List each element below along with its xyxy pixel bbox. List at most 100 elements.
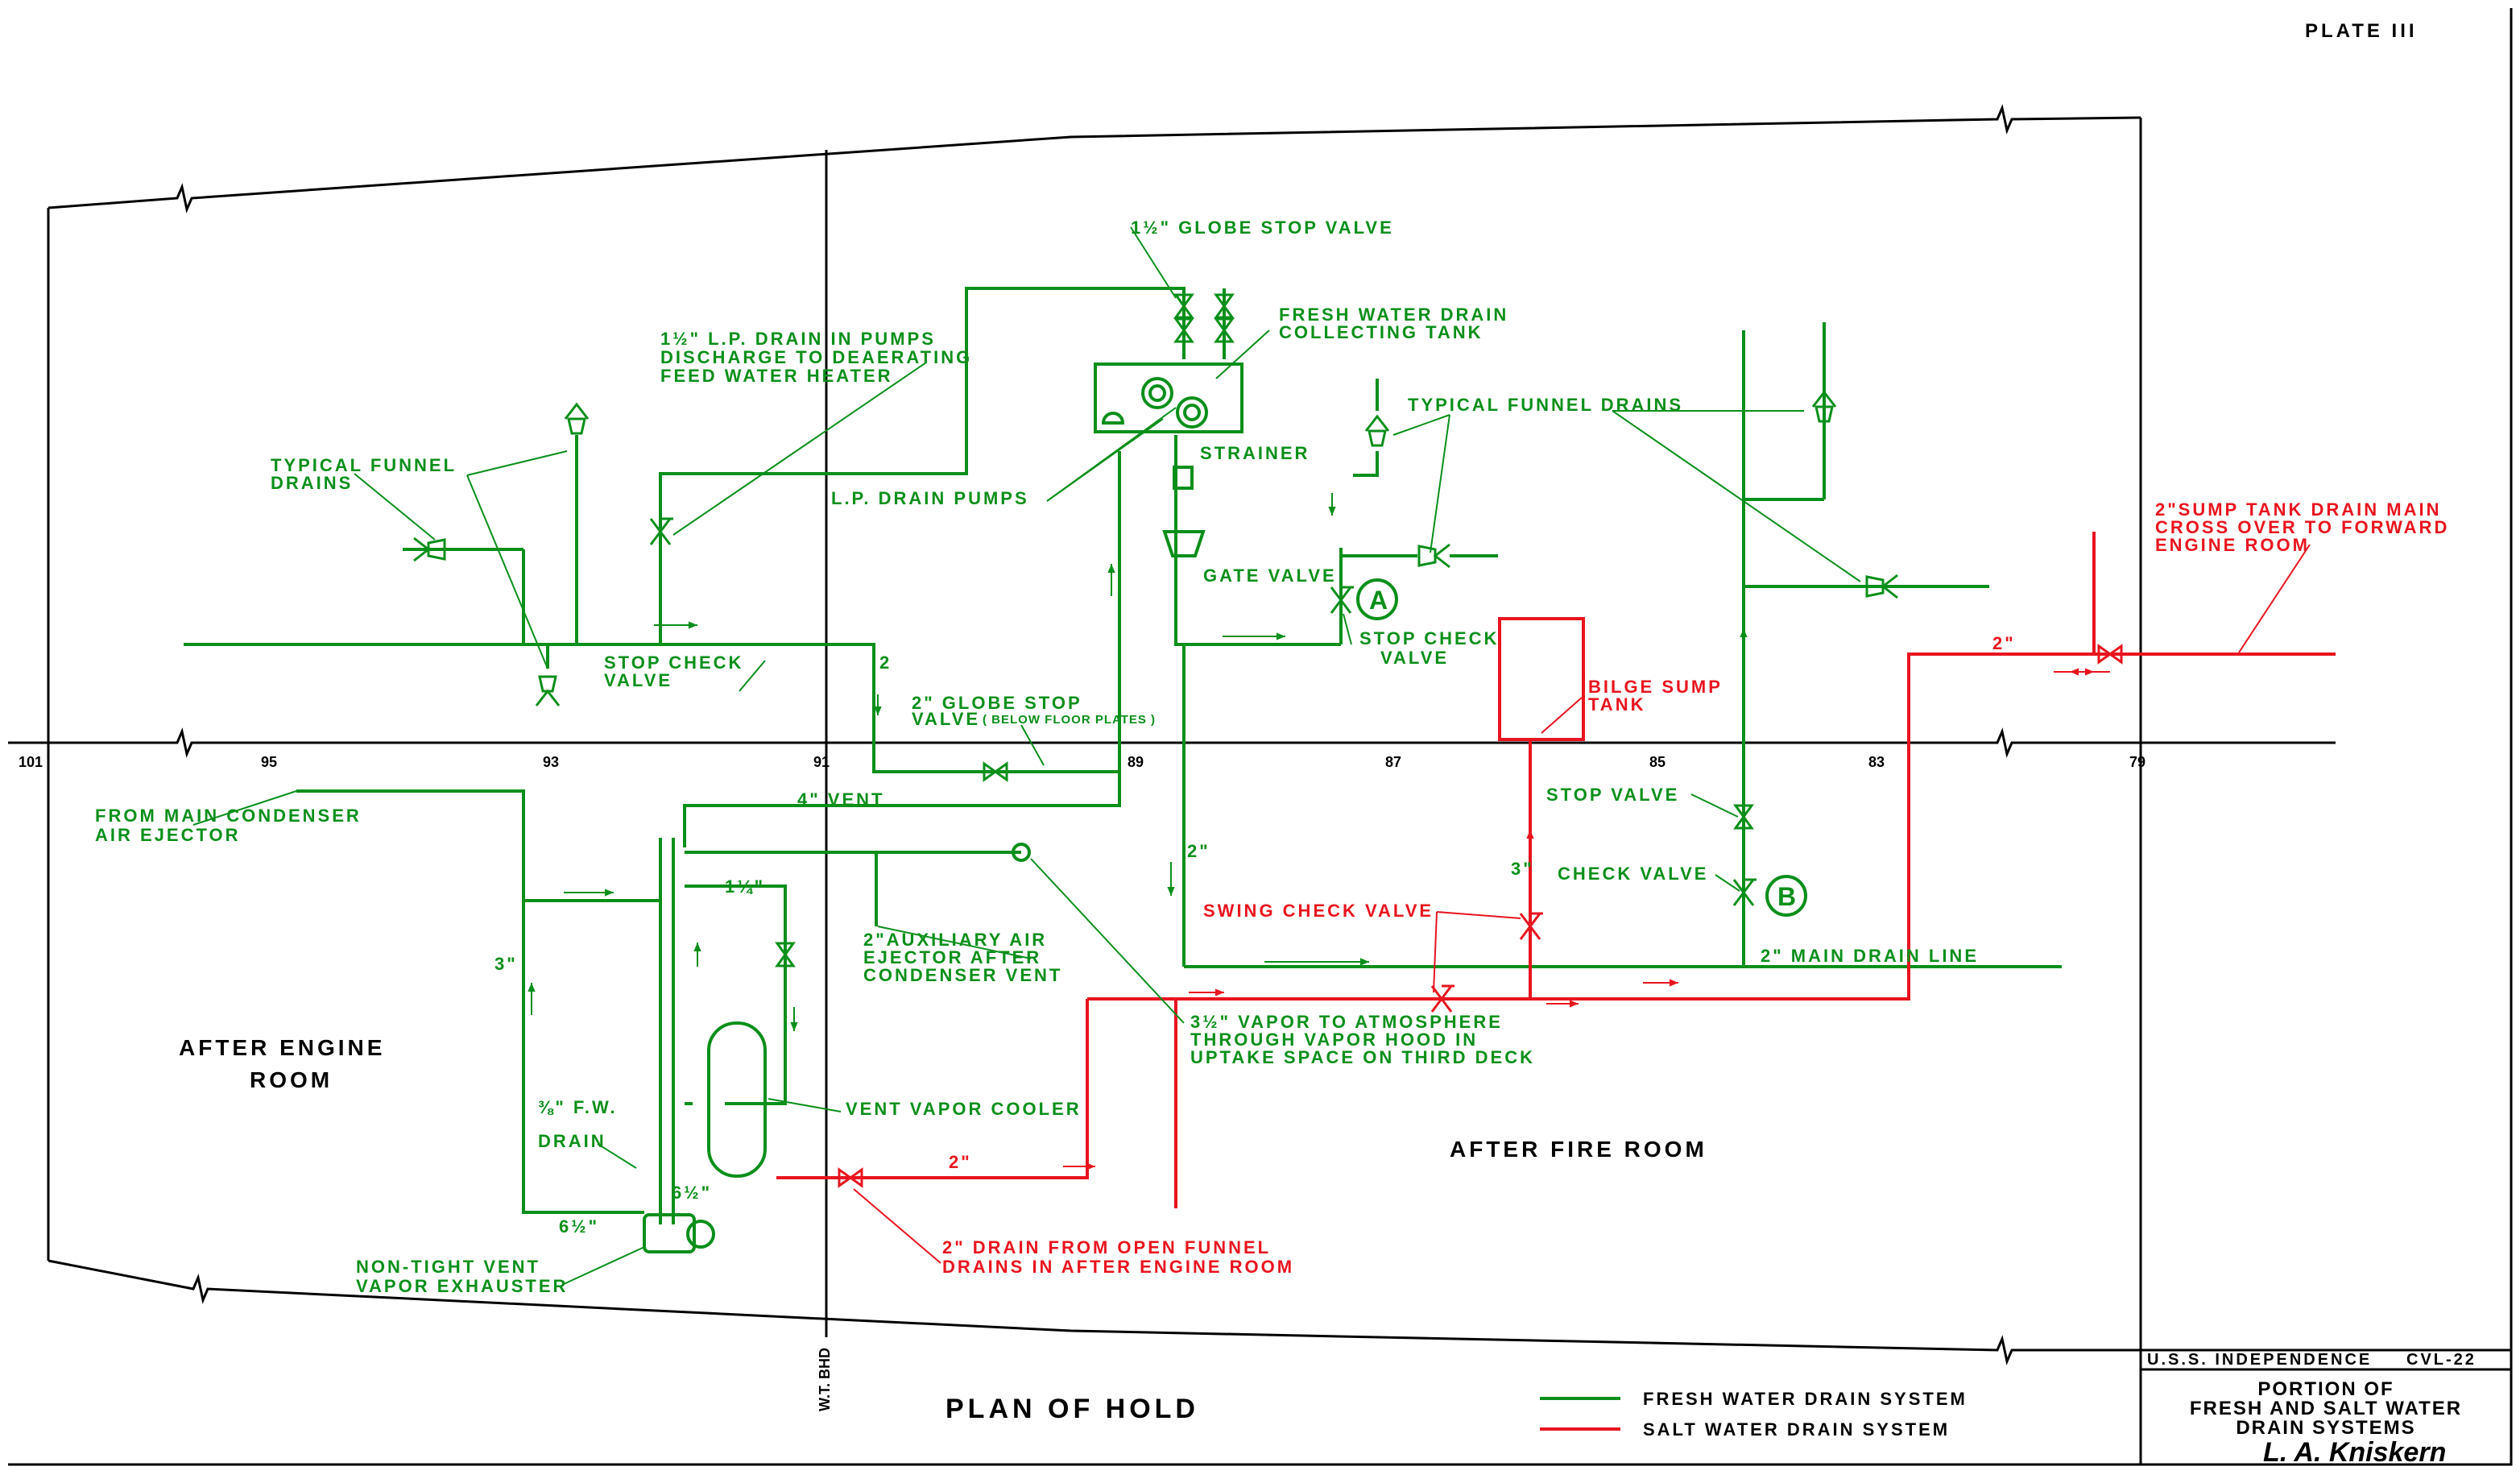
collecting-tank-label-1: FRESH WATER DRAIN <box>1279 304 1508 325</box>
flow-arrow-head-4 <box>1359 958 1369 966</box>
funnel-drain-icon-5 <box>413 536 446 562</box>
leader-line-8 <box>1046 407 1177 502</box>
stop-check-a-label-2: VALVE <box>1380 648 1449 668</box>
marker-b: B <box>1777 882 1796 911</box>
legend-salt-label: SALT WATER DRAIN SYSTEM <box>1643 1419 1950 1440</box>
red-drain-valve <box>838 1167 863 1188</box>
leader-line-23 <box>1715 874 1740 892</box>
bilge-sump-tank <box>1498 617 1585 741</box>
leader-line-17 <box>877 926 1032 959</box>
aux-vent-label-2: EJECTOR AFTER <box>863 947 1041 967</box>
frame-number-89: 89 <box>1128 754 1144 770</box>
sump-drain-label-3: ENGINE ROOM <box>2155 535 2310 555</box>
flow-arrow-head-18 <box>1669 979 1678 987</box>
leader-line-21 <box>563 1246 645 1285</box>
legend-fresh-label: FRESH WATER DRAIN SYSTEM <box>1643 1389 1968 1409</box>
stop-check-a-label-1: STOP CHECK <box>1359 628 1499 648</box>
sump-valve <box>2097 644 2123 665</box>
leader-line-27 <box>2238 544 2311 653</box>
non-tight-label-2: VAPOR EXHAUSTER <box>356 1276 568 1296</box>
vapor-label-2: THROUGH VAPOR HOOD IN <box>1190 1030 1478 1050</box>
sump-drain-label-2: CROSS OVER TO FORWARD <box>2155 517 2449 537</box>
collecting-tank <box>1094 362 1243 433</box>
flow-arrow-head-15 <box>1086 1162 1095 1170</box>
lp-pumps-label: L.P. DRAIN PUMPS <box>831 488 1029 508</box>
pipe-2-top-label: 2 <box>879 652 892 673</box>
funnel-drain-icon-2 <box>1364 414 1390 447</box>
vent-vapor-cooler <box>707 1021 767 1178</box>
size-612-b-label: 6½" <box>559 1216 599 1237</box>
title-line-2: FRESH AND SALT WATER <box>2190 1398 2462 1419</box>
globe-2in-label-2: VALVE <box>912 709 980 729</box>
aux-vent-label-1: 2"AUXILIARY AIR <box>863 930 1047 950</box>
vent-4-label: 4" VENT <box>797 789 884 810</box>
flow-arrow-head-2 <box>1276 632 1285 640</box>
leader-line-25 <box>1433 911 1438 993</box>
frame-number-83: 83 <box>1868 754 1885 770</box>
check-valve-b <box>1732 878 1757 906</box>
funnel-left-label-1: TYPICAL FUNNEL <box>271 455 457 475</box>
globe-stop-valve-4 <box>1214 317 1235 343</box>
below-floor-label: ( BELOW FLOOR PLATES ) <box>983 713 1156 727</box>
leader-line-28 <box>853 1188 941 1264</box>
flow-arrow-head-1 <box>688 621 697 629</box>
vapor-label-1: 3½" VAPOR TO ATMOSPHERE <box>1190 1012 1503 1032</box>
flow-arrow-head-17 <box>1569 1000 1579 1008</box>
collecting-tank-label-2: COLLECTING TANK <box>1279 322 1483 342</box>
bilge-sump-label-2: TANK <box>1588 694 1645 715</box>
funnel-left-label-2: DRAINS <box>271 473 353 493</box>
leader-line-18 <box>1030 858 1185 1024</box>
plan-title: PLAN OF HOLD <box>946 1394 1199 1424</box>
ship-name: U.S.S. INDEPENDENCE <box>2147 1351 2372 1369</box>
after-engine-room-label-2: ROOM <box>250 1067 333 1092</box>
check-valve-label: CHECK VALVE <box>1558 864 1708 884</box>
non-tight-label-1: NON-TIGHT VENT <box>356 1257 540 1277</box>
globe-2in-label-1: 2" GLOBE STOP <box>912 693 1082 713</box>
after-fire-room-label: AFTER FIRE ROOM <box>1450 1137 1707 1162</box>
leader-line-5 <box>1130 226 1177 299</box>
flow-arrow-head-7 <box>1167 886 1175 896</box>
leader-line-10 <box>1430 414 1450 553</box>
valve-symbols <box>192 226 2311 1285</box>
marker-a: A <box>1369 586 1388 615</box>
vapor-exhauster <box>643 1213 696 1253</box>
strainer-label: STRAINER <box>1200 443 1310 463</box>
plate-number: PLATE III <box>2305 20 2414 42</box>
funnel-drain-icon-6 <box>1417 543 1450 569</box>
frame-number-87: 87 <box>1385 754 1401 770</box>
bulkhead-label: W.T. BHD <box>817 1348 833 1411</box>
fresh-water-piping <box>184 287 2062 1224</box>
frame-number-91: 91 <box>813 754 830 770</box>
stop-valve-label: STOP VALVE <box>1546 785 1679 805</box>
flow-arrow-head-10 <box>1740 628 1748 638</box>
signature: L. A. Kniskern <box>2263 1437 2446 1468</box>
leader-line-13 <box>1343 613 1352 645</box>
title-line-3: DRAIN SYSTEMS <box>2236 1417 2415 1439</box>
vent-cooler-label: VENT VAPOR COOLER <box>846 1099 1082 1119</box>
leader-line-15 <box>1020 724 1045 766</box>
size-2-red-low-label: 2" <box>949 1152 972 1172</box>
fresh-water-equipment <box>643 362 1807 1253</box>
fresh-water-labels: TYPICAL FUNNEL DRAINS 1½" L.P. DRAIN IN … <box>95 218 1976 1296</box>
size-3-left-label: 3" <box>494 954 518 974</box>
lp-drain-label-3: FEED WATER HEATER <box>660 366 893 386</box>
globe-top-label: 1½" GLOBE STOP VALVE <box>1131 218 1394 238</box>
leader-line-6 <box>1215 329 1270 379</box>
flow-arrow-head-12 <box>693 942 701 952</box>
title-block: U.S.S. INDEPENDENCE CVL-22 PORTION OF FR… <box>2147 1351 2474 1468</box>
sump-drain-label-1: 2"SUMP TANK DRAIN MAIN <box>2155 499 2442 520</box>
leader-line-2 <box>466 474 548 669</box>
leader-line-24 <box>1436 911 1521 919</box>
stop-valve <box>1733 804 1754 830</box>
flow-arrow-head-9 <box>1328 506 1336 516</box>
size-2-mid-label: 2" <box>1187 841 1210 861</box>
vapor-label-3: UPTAKE SPACE ON THIRD DECK <box>1190 1047 1535 1067</box>
flow-arrow-head-14 <box>1526 830 1534 839</box>
flow-arrow-head-6 <box>874 706 882 715</box>
globe-stop-valve-2 <box>1173 317 1194 343</box>
leader-line-14 <box>739 660 766 692</box>
swing-check-valve-2 <box>1430 984 1454 1013</box>
after-engine-room-label-1: AFTER ENGINE <box>179 1035 385 1060</box>
frame-number-93: 93 <box>543 754 559 770</box>
